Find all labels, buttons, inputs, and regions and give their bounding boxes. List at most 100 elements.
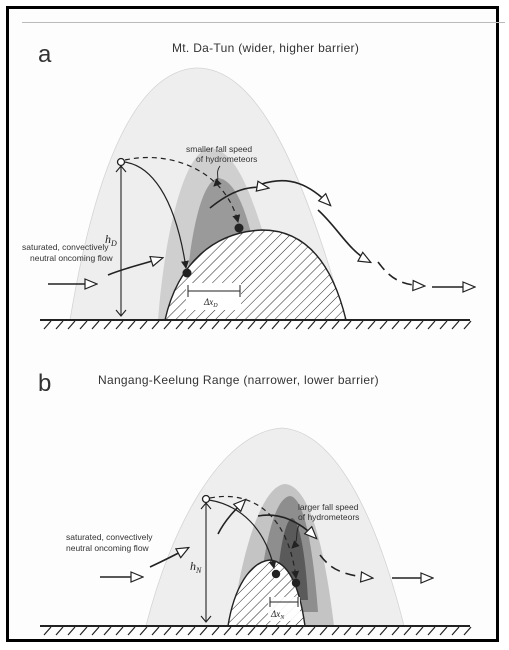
ground-tick [175,626,184,636]
panel-a-dx-box [186,283,241,310]
panel-a-streamline-1 [107,258,162,276]
panel-b-hydrometeor-far [291,578,301,588]
ground-tick [283,320,292,330]
panel-a-streamline-5 [377,261,424,286]
ground-tick [199,320,208,330]
panel-b-fast-trajectory [208,499,277,569]
panel-b-dx-label: ΔxN [270,609,285,621]
ground-tick [439,626,448,636]
ground-tick [391,320,400,330]
ground-tick [259,626,268,636]
ground-tick [151,626,160,636]
panel-b-ground-hatch [43,626,472,636]
ground-tick [343,320,352,330]
ground-tick [115,320,124,330]
panel-b-flow-label-2: neutral oncoming flow [66,543,150,553]
ground-tick [295,626,304,636]
ground-tick [163,626,172,636]
panel-a-letter: a [38,41,52,68]
ground-tick [271,626,280,636]
ground-tick [415,626,424,636]
ground-tick [379,626,388,636]
ground-tick [331,320,340,330]
ground-tick [55,626,64,636]
ground-tick [103,320,112,330]
ground-tick [223,320,232,330]
ground-tick [463,320,472,330]
panel-a-flow-label-2: neutral oncoming flow [30,253,114,263]
panel-a-annotation-pointer [213,165,222,187]
ground-tick [211,626,220,636]
ground-tick [139,626,148,636]
ground-tick [235,320,244,330]
ground-tick [187,320,196,330]
ground-tick [247,626,256,636]
ground-tick [283,626,292,636]
ground-tick [151,320,160,330]
panel-a: a Mt. Da-Tun (wider, higher barrier) sat… [22,41,474,330]
panel-b-flow-label-1: saturated, convectively [66,532,153,542]
ground-tick [115,626,124,636]
ground-tick [55,320,64,330]
ground-tick [247,320,256,330]
panel-a-height-label: hD [105,232,117,248]
ground-tick [451,320,460,330]
panel-b-letter: b [38,370,51,397]
panel-a-flow-label-1: saturated, convectively [22,242,109,252]
panel-b-annotation-pointer [291,523,301,549]
panel-a-dx-label: ΔxD [203,297,218,309]
ground-tick [367,320,376,330]
ground-tick [295,320,304,330]
ground-tick [259,320,268,330]
ground-tick [103,626,112,636]
ground-tick [331,626,340,636]
panel-a-annotation-2: of hydrometeors [196,154,257,164]
ground-tick [271,320,280,330]
ground-tick [91,626,100,636]
ground-tick [427,320,436,330]
ground-tick [127,320,136,330]
ground-tick [307,626,316,636]
panel-a-annotation-1: smaller fall speed [186,144,252,154]
ground-tick [463,626,472,636]
panel-b-streamline-3 [257,514,316,538]
ground-tick [91,320,100,330]
ground-tick [79,320,88,330]
ground-tick [367,626,376,636]
panel-a-release-point [116,157,126,167]
panel-b-dx-box [268,597,300,621]
ground-tick [307,320,316,330]
figure-inner-border [22,22,505,646]
ground-tick [415,320,424,330]
ground-tick [199,626,208,636]
panel-b-annotation-1: larger fall speed [298,502,359,512]
ground-tick [127,626,136,636]
panel-a-hydrometeor-far [234,223,244,233]
ground-tick [391,626,400,636]
ground-tick [67,626,76,636]
panel-b-streamline-1 [149,548,188,568]
ground-tick [355,320,364,330]
ground-tick [79,626,88,636]
ground-tick [235,626,244,636]
panel-b-streamline-2 [217,500,245,535]
panel-a-streamline-4 [317,209,370,262]
panel-a-streamline-2 [209,187,268,209]
panel-b-title: Nangang-Keelung Range (narrower, lower b… [98,373,379,387]
panel-b-annotation-2: of hydrometeors [298,512,359,522]
panel-a-fast-trajectory [123,161,189,269]
panel-b: b Nangang-Keelung Range (narrower, lower… [38,370,472,636]
ground-tick [163,320,172,330]
panel-a-streamline-3 [261,179,330,205]
panel-b-slow-trajectory [209,495,300,579]
ground-tick [403,626,412,636]
ground-tick [451,626,460,636]
panel-b-release-point [201,494,211,504]
ground-tick [439,320,448,330]
ground-tick [175,320,184,330]
ground-tick [43,320,52,330]
ground-tick [223,626,232,636]
panel-a-title: Mt. Da-Tun (wider, higher barrier) [172,41,359,55]
ground-tick [187,626,196,636]
ground-tick [403,320,412,330]
